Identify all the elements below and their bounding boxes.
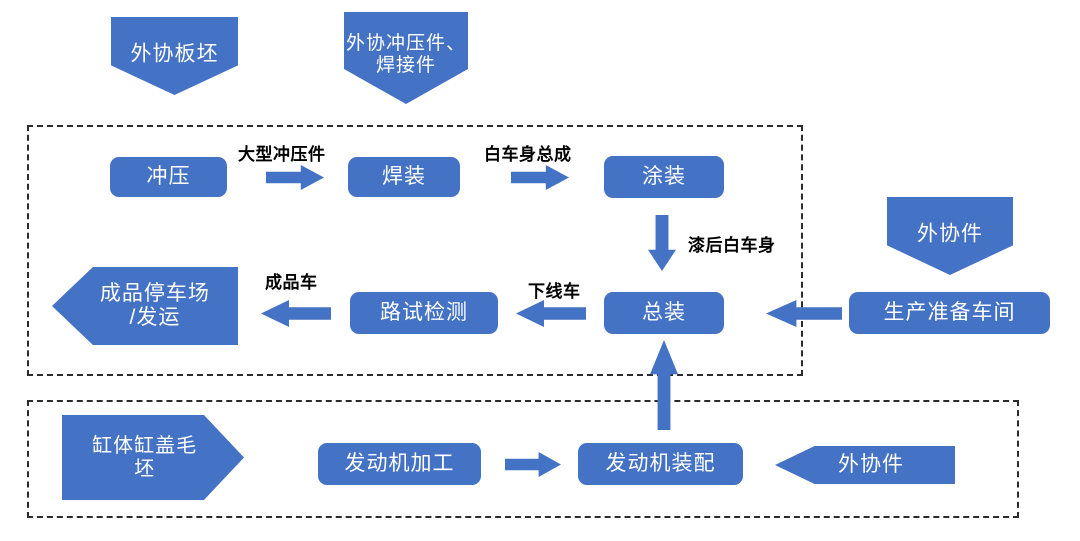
input-engine-blank-label: 缸体缸盖毛 坯 (92, 434, 198, 480)
edge-label-large-stampings: 大型冲压件 (238, 145, 326, 164)
node-welding-label: 焊装 (382, 165, 426, 189)
input-stamped-welded-parts: 外协冲压件、 焊接件 (344, 12, 468, 104)
node-painting: 涂装 (604, 156, 724, 198)
input-outsourced-parts-engine: 外协件 (775, 446, 955, 484)
edge-label-finished-car: 成品车 (265, 273, 318, 292)
node-welding: 焊装 (348, 157, 460, 197)
node-engine-assembly-label: 发动机装配 (605, 452, 716, 476)
node-road-test: 路试检测 (350, 292, 498, 334)
engine-plant-boundary (27, 400, 1019, 518)
vehicle-plant-boundary (27, 125, 803, 376)
node-engine-machining: 发动机加工 (318, 443, 481, 485)
output-finished-lot-label: 成品停车场 /发运 (99, 281, 210, 329)
input-steel-blank: 外协板坯 (111, 17, 238, 95)
node-stamping-label: 冲压 (146, 165, 191, 189)
node-final-assembly: 总装 (604, 292, 724, 334)
input-stamped-welded-parts-label: 外协冲压件、 焊接件 (345, 33, 466, 76)
output-finished-lot: 成品停车场 /发运 (52, 267, 238, 345)
node-painting-label: 涂装 (642, 165, 686, 189)
edge-label-offline-car: 下线车 (528, 282, 581, 301)
node-stamping: 冲压 (110, 157, 227, 197)
input-outsourced-parts-prep: 外协件 (887, 197, 1013, 275)
node-engine-machining-label: 发动机加工 (344, 452, 455, 476)
node-prep-workshop-label: 生产准备车间 (883, 301, 1016, 325)
input-engine-blank: 缸体缸盖毛 坯 (62, 415, 244, 500)
input-outsourced-parts-engine-label: 外协件 (837, 452, 904, 476)
node-final-assembly-label: 总装 (642, 301, 686, 325)
edge-label-painted-body: 漆后白车身 (688, 236, 776, 255)
edge-label-body-in-white: 白车身总成 (484, 145, 572, 164)
input-outsourced-parts-prep-label: 外协件 (917, 222, 983, 246)
node-engine-assembly: 发动机装配 (578, 443, 743, 485)
node-prep-workshop: 生产准备车间 (849, 292, 1050, 334)
node-road-test-label: 路试检测 (380, 301, 468, 325)
input-steel-blank-label: 外协板坯 (130, 42, 219, 66)
